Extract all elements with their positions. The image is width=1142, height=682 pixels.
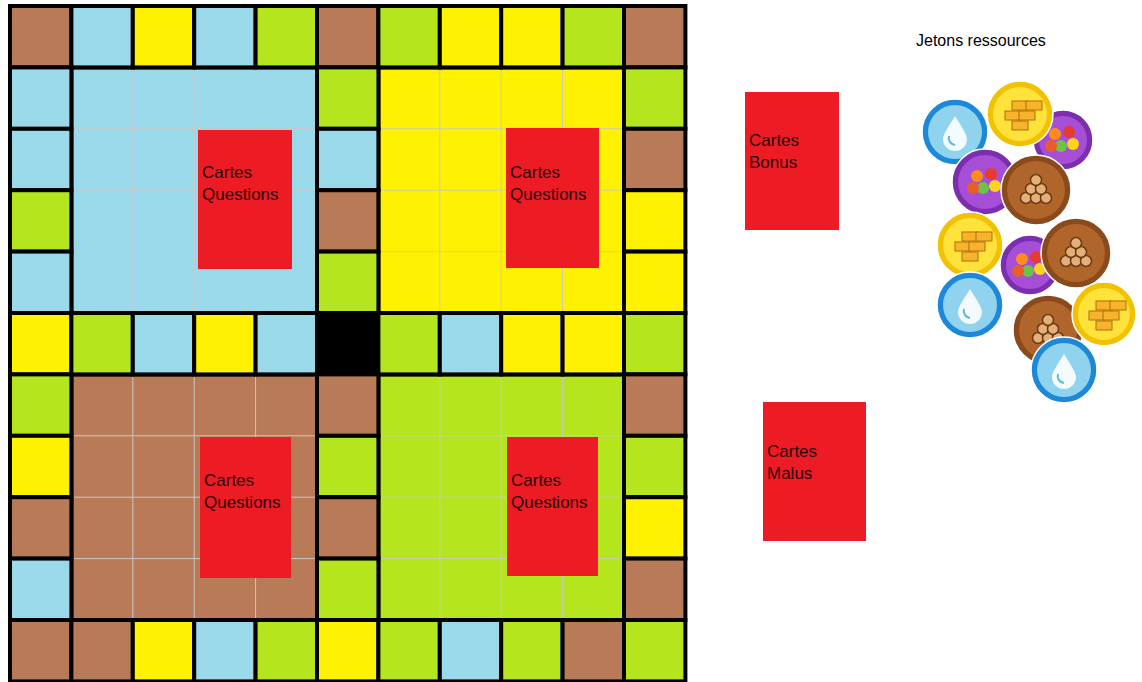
- quadrant-fill: [378, 374, 624, 620]
- board-cell: [317, 6, 378, 67]
- board-cell: [194, 620, 255, 681]
- wood-token: [1041, 218, 1111, 288]
- card-label: Cartes Questions: [204, 470, 288, 514]
- question-card: Cartes Questions: [198, 130, 292, 269]
- board-cell: [317, 129, 378, 190]
- board-quadrant: [71, 67, 317, 313]
- quadrant-fill: [71, 374, 317, 620]
- board-cell: [10, 67, 71, 128]
- board-cell: [563, 6, 624, 67]
- board-cell: [624, 620, 685, 681]
- section-label: Jetons ressources: [916, 32, 1046, 50]
- board-cell: [71, 313, 132, 374]
- board-cell: [71, 620, 132, 681]
- board-cell: [10, 497, 71, 558]
- board-cell: [563, 313, 624, 374]
- board-cell: [440, 313, 501, 374]
- question-card: Cartes Questions: [506, 128, 599, 268]
- question-card: Cartes Questions: [200, 437, 291, 578]
- board-cell: [71, 6, 132, 67]
- board-cell: [624, 374, 685, 435]
- board-cell: [10, 129, 71, 190]
- board-cell: [256, 6, 317, 67]
- board-cell: [624, 129, 685, 190]
- board-cell: [10, 190, 71, 251]
- board-cell: [378, 6, 439, 67]
- board-cell: [317, 436, 378, 497]
- board-cell: [378, 313, 439, 374]
- board-cell: [317, 559, 378, 620]
- quadrant-border: [378, 67, 624, 313]
- board-cell: [624, 559, 685, 620]
- card-label: Cartes Malus: [767, 441, 863, 485]
- board-cell: [317, 620, 378, 681]
- game-board: [10, 6, 685, 681]
- wood-token: [1001, 155, 1071, 225]
- board-cell: [501, 620, 562, 681]
- question-card: Cartes Questions: [507, 437, 598, 576]
- board-cell: [10, 559, 71, 620]
- quadrant-border: [378, 374, 624, 620]
- board-quadrant: [71, 374, 317, 620]
- malus-card: Cartes Malus: [763, 402, 866, 541]
- board-cell: [440, 6, 501, 67]
- board-cell: [624, 313, 685, 374]
- quadrant-border: [71, 374, 317, 620]
- water-token: [937, 272, 1003, 338]
- board-cell: [194, 313, 255, 374]
- board-cell: [10, 313, 71, 374]
- board-cell: [317, 252, 378, 313]
- board-cell: [317, 374, 378, 435]
- board-cell: [624, 497, 685, 558]
- board-cell: [10, 252, 71, 313]
- board-cell: [317, 67, 378, 128]
- board-cell: [624, 436, 685, 497]
- gold-token: [1072, 282, 1136, 346]
- quadrant-fill: [71, 67, 317, 313]
- board-cell: [440, 620, 501, 681]
- board-cell: [378, 620, 439, 681]
- board-cell: [256, 313, 317, 374]
- board-cell: [10, 6, 71, 67]
- board-cell: [194, 6, 255, 67]
- card-label: Cartes Questions: [511, 470, 595, 514]
- board-quadrant: [378, 374, 624, 620]
- gold-token: [937, 212, 1003, 278]
- quadrant-fill: [378, 67, 624, 313]
- board-cell: [10, 436, 71, 497]
- board-cell: [624, 67, 685, 128]
- gold-token: [987, 81, 1053, 147]
- board-cell: [624, 190, 685, 251]
- board-cell: [317, 190, 378, 251]
- board-cell: [501, 313, 562, 374]
- quadrant-border: [71, 67, 317, 313]
- card-label: Cartes Bonus: [749, 130, 836, 174]
- board-cell: [563, 620, 624, 681]
- bonus-card: Cartes Bonus: [745, 92, 839, 230]
- card-label: Cartes Questions: [202, 162, 289, 206]
- board-cell: [624, 6, 685, 67]
- board-cell: [501, 6, 562, 67]
- board-cell: [256, 620, 317, 681]
- board-cell: [317, 313, 378, 374]
- board-cell: [317, 497, 378, 558]
- board-cell: [10, 374, 71, 435]
- board-quadrant: [378, 67, 624, 313]
- board-cell: [133, 620, 194, 681]
- water-token: [1031, 337, 1097, 403]
- board-cell: [624, 252, 685, 313]
- board-cell: [133, 313, 194, 374]
- resource-tokens: [922, 81, 1136, 403]
- board-cell: [10, 620, 71, 681]
- board-cell: [133, 6, 194, 67]
- card-label: Cartes Questions: [510, 162, 596, 206]
